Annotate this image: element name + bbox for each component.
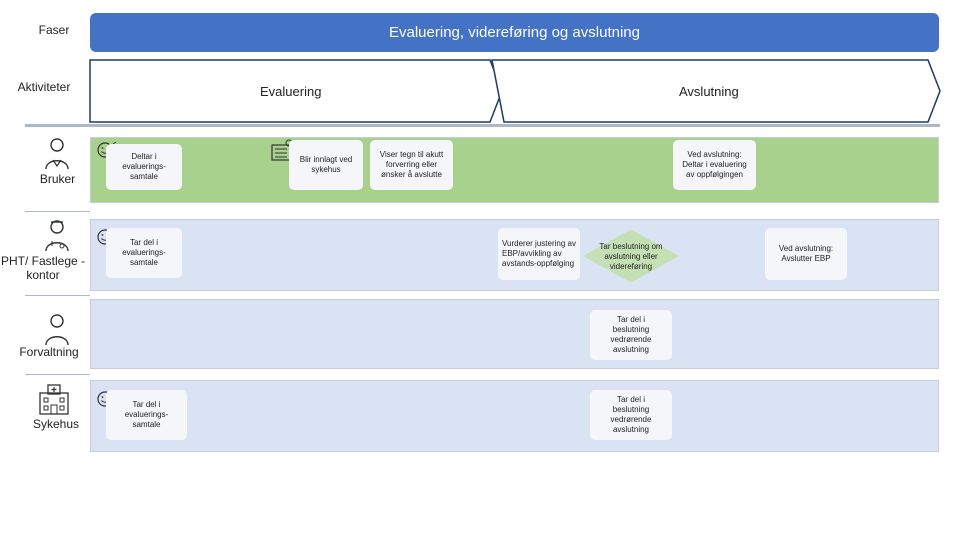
hospital-icon	[39, 384, 69, 415]
phase-bar-label: Evaluering, videreføring og avslutning	[389, 24, 640, 41]
card-pht-vurderer: Vurderer justering av EBP/avvikling av a…	[498, 228, 580, 280]
lane-label-forvaltning: Forvaltning	[19, 345, 79, 359]
separator-line	[25, 295, 90, 296]
separator-line	[25, 211, 90, 212]
lane-sykehus	[90, 380, 939, 452]
card-pht-evaluering: Tar del i evaluerings-samtale	[106, 228, 182, 278]
phases-label: Faser	[38, 23, 70, 37]
separator-line	[25, 374, 90, 375]
separator-line	[25, 124, 940, 127]
card-bruker-sykehus: Blir innlagt ved sykehus	[289, 140, 363, 190]
activity-evaluering-label: Evaluering	[260, 84, 322, 99]
lane-label-bruker: Bruker	[39, 172, 76, 186]
activity-avslutning-label: Avslutning	[679, 84, 739, 99]
card-bruker-evaluering: Deltar i evaluerings-samtale	[106, 144, 182, 190]
card-pht-ebp: Ved avslutning: Avslutter EBP	[765, 228, 847, 280]
card-forvaltning-beslutning: Tar del i beslutning vedrørende avslutni…	[590, 310, 672, 360]
doctor-icon	[45, 220, 69, 252]
lane-label-pht: PHT/ Fastlege -kontor	[0, 254, 86, 282]
card-sykehus-evaluering: Tar del i evaluerings-samtale	[106, 390, 187, 440]
card-pht-beslutning: Tar beslutning om avslutning eller vider…	[599, 242, 663, 271]
decision-diamond	[582, 229, 680, 283]
lane-label-sykehus: Sykehus	[32, 417, 80, 431]
administrator-icon	[45, 314, 69, 346]
phase-bar: Evaluering, videreføring og avslutning	[90, 13, 939, 52]
card-bruker-avslutning: Ved avslutning: Deltar i evaluering av o…	[673, 140, 756, 190]
activity-avslutning-chevron	[491, 59, 941, 123]
activities-label: Aktiviteter	[17, 80, 71, 94]
activity-evaluering-chevron	[89, 59, 503, 123]
lane-bruker	[90, 137, 939, 203]
card-bruker-tegn: Viser tegn til akutt forverring eller øn…	[370, 140, 453, 190]
lane-forvaltning	[90, 299, 939, 369]
person-icon	[45, 138, 69, 170]
card-sykehus-beslutning: Tar del i beslutning vedrørende avslutni…	[590, 390, 672, 440]
